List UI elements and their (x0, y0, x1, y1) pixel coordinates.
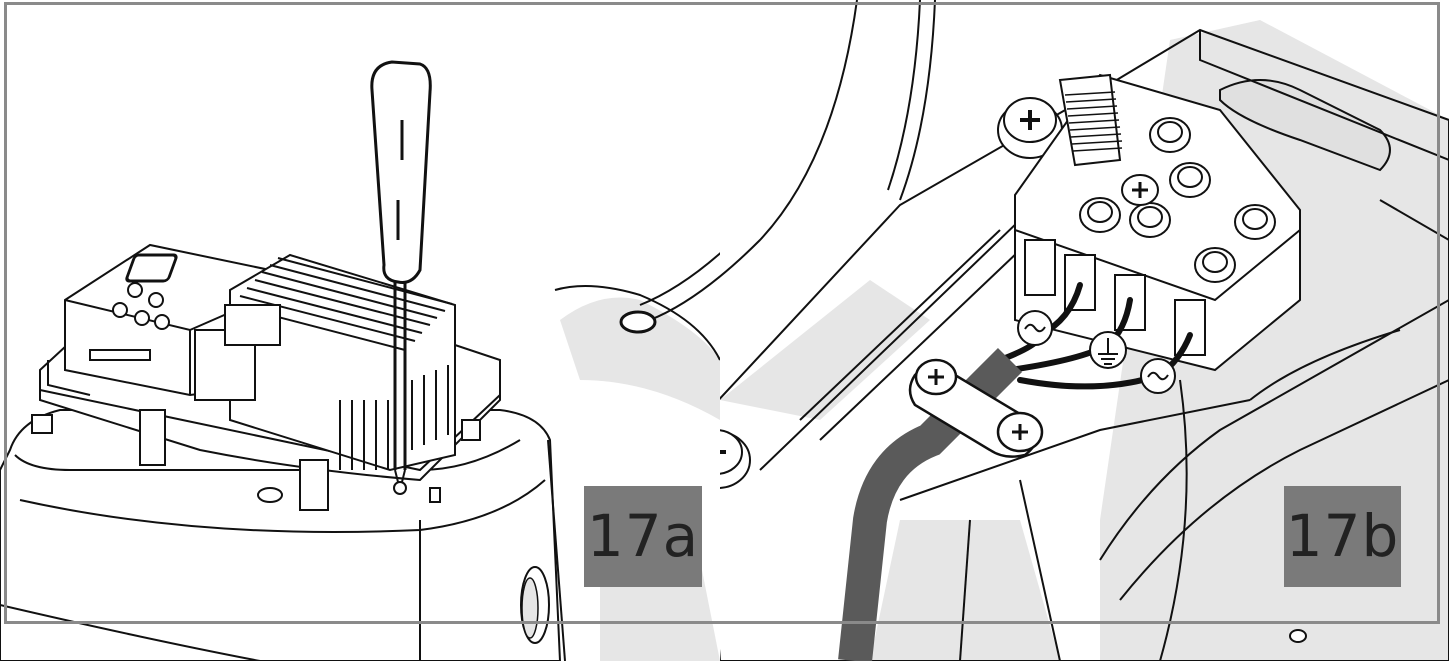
earth-ground-symbol (1089, 331, 1127, 369)
ac-tilde-symbol-right (1140, 358, 1176, 394)
panel-17b-illustration (720, 0, 1449, 661)
panel-label-17a: 17a (584, 486, 702, 587)
terminal-block-drawing (720, 0, 1449, 661)
ac-tilde-symbol-left (1017, 310, 1053, 346)
panel-label-17b: 17b (1284, 486, 1401, 587)
